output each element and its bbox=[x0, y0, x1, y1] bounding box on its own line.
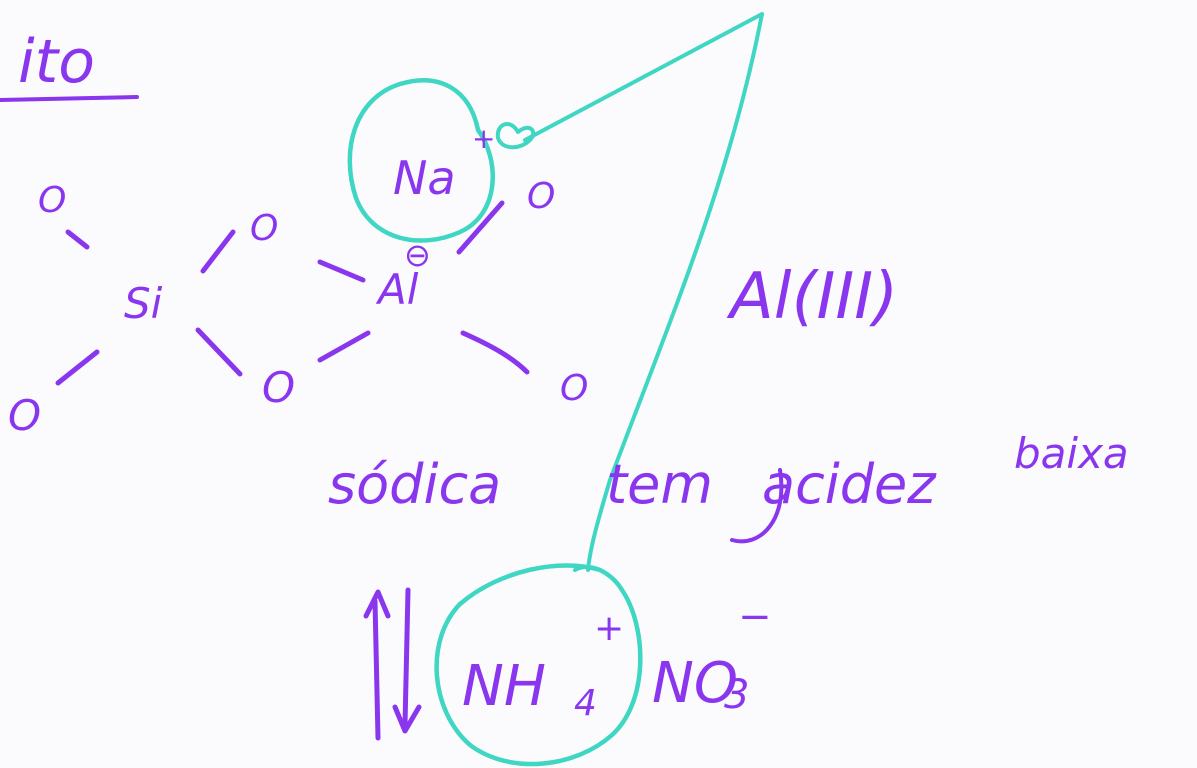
connector-line bbox=[523, 12, 764, 572]
acidez-y-tail bbox=[730, 468, 784, 544]
bond-si-bottom-right bbox=[195, 327, 243, 377]
negative-charge: ⊖ bbox=[404, 236, 431, 274]
bond-al-right-bottom bbox=[460, 330, 530, 375]
title-underline bbox=[0, 95, 139, 102]
nitrate-charge: − bbox=[738, 594, 772, 640]
bond-al-left-top bbox=[317, 259, 366, 283]
bond-si-top-left bbox=[65, 229, 90, 250]
bond-si-top-right bbox=[200, 229, 236, 274]
sodium-circle bbox=[347, 78, 495, 243]
sodium-charge: + bbox=[472, 122, 495, 155]
nitrate-subscript: 3 bbox=[724, 672, 749, 718]
ammonium-charge: + bbox=[594, 608, 624, 649]
bond-al-top-right bbox=[456, 200, 505, 255]
sodium-label: Na bbox=[393, 151, 456, 205]
oxygen-top-right: O bbox=[527, 176, 555, 217]
bond-si-bottom-left bbox=[55, 349, 100, 386]
ammonium-label: NH bbox=[462, 654, 546, 719]
oxygen-top-left: O bbox=[38, 180, 66, 221]
sodium-loop bbox=[495, 122, 536, 150]
aluminum-label: Al bbox=[375, 265, 419, 314]
arrow-up-shaft bbox=[372, 598, 381, 741]
note-acidez: acidez bbox=[762, 453, 937, 516]
title-fragment: ito bbox=[18, 27, 95, 97]
arrow-up-head bbox=[363, 589, 391, 619]
arrow-down-shaft bbox=[402, 587, 411, 728]
purple-ink-layer bbox=[0, 95, 784, 741]
ammonium-subscript: 4 bbox=[574, 683, 597, 724]
oxygen-top-middle: O bbox=[250, 208, 278, 249]
bond-al-left-bottom bbox=[317, 330, 371, 363]
oxygen-bottom-middle: O bbox=[262, 363, 295, 412]
nitrate-label: NO bbox=[652, 651, 738, 716]
purple-text-layer: ito O Si O O O Al O O Na + ⊖ Al(III) sód… bbox=[8, 27, 1129, 724]
aluminum-oxidation-state: Al(III) bbox=[726, 260, 898, 334]
oxygen-bottom-left: O bbox=[8, 391, 41, 440]
note-baixa: baixa bbox=[1014, 429, 1129, 478]
ammonium-circle bbox=[434, 563, 643, 767]
arrow-down-head bbox=[392, 704, 422, 734]
silicon-label: Si bbox=[124, 279, 163, 328]
teal-ink-layer bbox=[347, 12, 764, 767]
note-tem: tem bbox=[606, 453, 713, 516]
oxygen-bottom-right: O bbox=[560, 368, 588, 409]
note-sodica: sódica bbox=[328, 453, 501, 516]
